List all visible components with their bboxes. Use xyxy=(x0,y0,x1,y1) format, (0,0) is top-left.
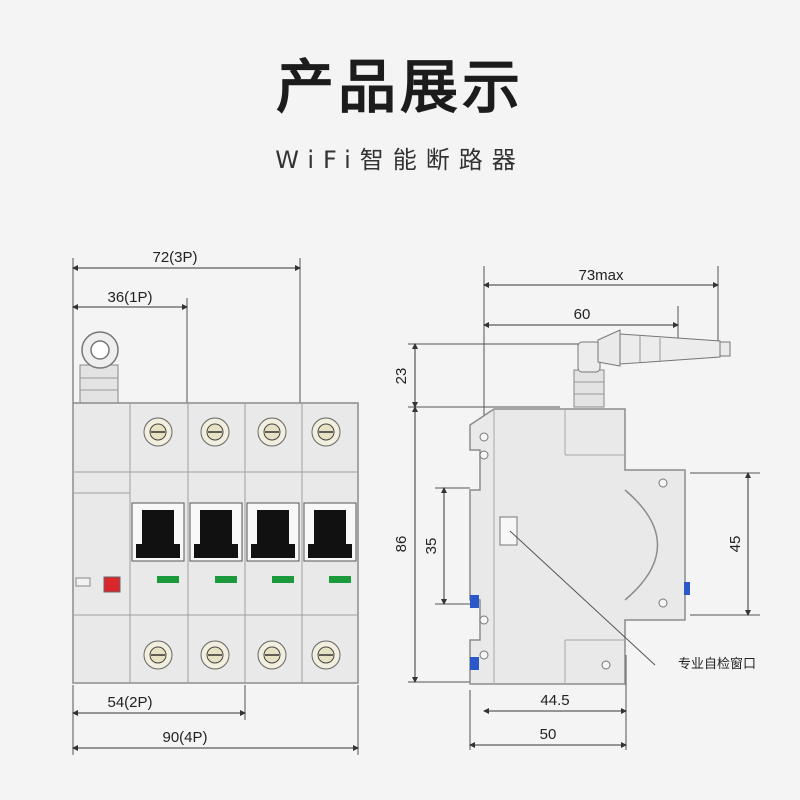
din-clip-blue xyxy=(684,582,690,595)
dim-45: 45 xyxy=(727,536,744,553)
terminal-screw-icon xyxy=(311,417,341,447)
side-body xyxy=(469,408,686,685)
dim-86: 86 xyxy=(393,536,410,553)
rivet-icon xyxy=(479,615,489,625)
indicator-red xyxy=(103,576,121,593)
toggle-handle xyxy=(131,502,185,562)
side-dimension-lines xyxy=(412,282,751,748)
rivet-icon xyxy=(658,478,668,488)
rivet-icon xyxy=(601,660,611,670)
side-view: 73max 60 23 86 35 45 44.5 50 xyxy=(393,266,760,750)
rivet-icon xyxy=(479,432,489,442)
indicator-green xyxy=(157,576,179,583)
terminal-screw-icon xyxy=(257,640,287,670)
rivet-icon xyxy=(479,450,489,460)
terminal-screw-icon xyxy=(257,417,287,447)
toggle-handle xyxy=(189,502,243,562)
dim-50: 50 xyxy=(540,726,557,743)
bottom-terminal-screws xyxy=(143,640,341,670)
indicator-green xyxy=(329,576,351,583)
dim-73max: 73max xyxy=(578,267,624,284)
din-clip-blue xyxy=(470,595,479,608)
indicator-green xyxy=(272,576,294,583)
dim-36-1p: 36(1P) xyxy=(107,289,152,306)
page-title: 产品展示 xyxy=(275,53,524,121)
toggle-handles xyxy=(131,502,357,562)
test-window xyxy=(75,577,91,587)
dim-44-5: 44.5 xyxy=(540,692,569,709)
dim-23: 23 xyxy=(393,368,410,385)
callout-leader xyxy=(509,530,656,666)
module-dividers xyxy=(73,403,358,683)
dim-72-3p: 72(3P) xyxy=(152,249,197,266)
terminal-screw-icon xyxy=(311,640,341,670)
terminal-screw-icon xyxy=(200,640,230,670)
front-antenna xyxy=(79,331,119,404)
side-antenna xyxy=(573,329,731,408)
terminal-screw-icon xyxy=(143,640,173,670)
front-dimension-lines xyxy=(72,265,359,751)
dim-60: 60 xyxy=(574,306,591,323)
front-view: 72(3P) 36(1P) 54(2P) 90(4P) xyxy=(72,249,359,755)
self-check-window xyxy=(499,516,518,546)
terminal-screw-icon xyxy=(143,417,173,447)
dim-90-4p: 90(4P) xyxy=(162,729,207,746)
callout-self-check-window: 专业自检窗口 xyxy=(678,656,756,671)
side-rivets xyxy=(479,432,668,670)
din-clip-blue xyxy=(470,657,479,670)
front-extension-lines xyxy=(72,258,359,755)
page-subtitle: WiFi智能断路器 xyxy=(275,146,525,174)
indicator-green xyxy=(215,576,237,583)
dim-54-2p: 54(2P) xyxy=(107,694,152,711)
rivet-icon xyxy=(658,598,668,608)
side-bulge xyxy=(624,489,659,601)
top-terminal-screws xyxy=(143,417,341,447)
toggle-handle xyxy=(246,502,300,562)
dim-35: 35 xyxy=(423,538,440,555)
toggle-handle xyxy=(303,502,357,562)
rivet-icon xyxy=(479,650,489,660)
terminal-screw-icon xyxy=(200,417,230,447)
